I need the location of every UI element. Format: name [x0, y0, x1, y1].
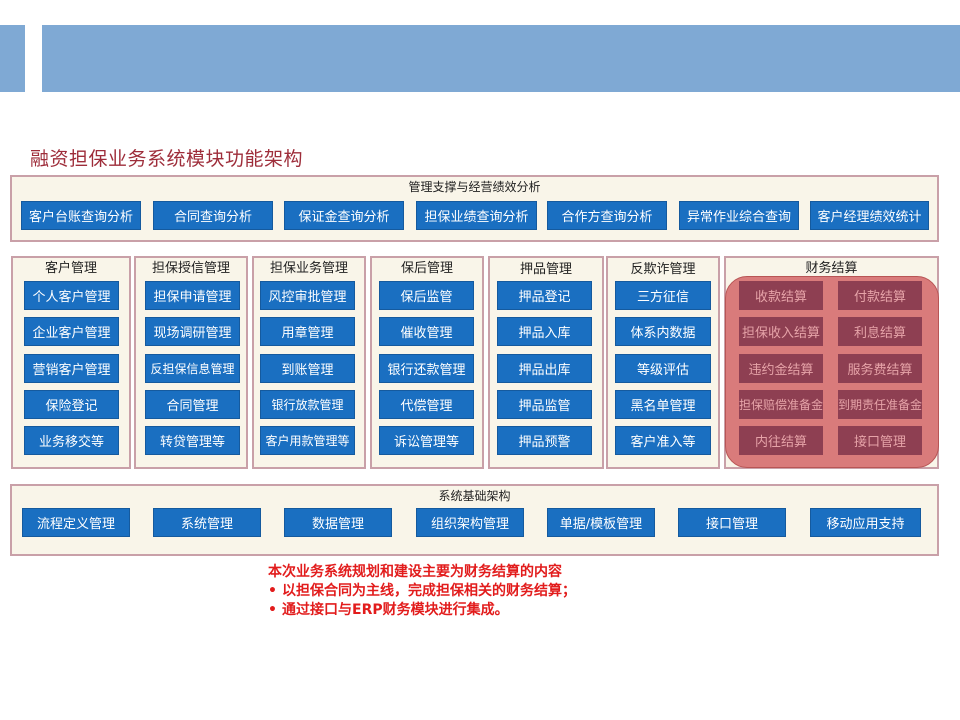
- module-item[interactable]: 到账管理: [260, 354, 355, 383]
- module-item[interactable]: 合同管理: [145, 390, 240, 419]
- column-title: 客户管理: [44, 261, 97, 276]
- top-item[interactable]: 异常作业综合查询: [679, 201, 799, 230]
- module-item[interactable]: 押品登记: [497, 281, 592, 310]
- finance-item[interactable]: 接口管理: [838, 426, 922, 455]
- finance-item[interactable]: 内往结算: [739, 426, 823, 455]
- note-bullet: •以担保合同为主线，完成担保相关的财务结算；: [268, 583, 576, 599]
- bottom-item[interactable]: 流程定义管理: [22, 508, 130, 537]
- bottom-item[interactable]: 组织架构管理: [416, 508, 524, 537]
- module-item[interactable]: 押品入库: [497, 317, 592, 346]
- column-title: 担保授信管理: [151, 261, 230, 276]
- column-title: 保后管理: [400, 261, 453, 276]
- module-item[interactable]: 代偿管理: [379, 390, 474, 419]
- note-bullet-text: 以担保合同为主线，完成担保相关的财务结算；: [282, 583, 576, 599]
- header-bar: [42, 25, 960, 92]
- module-item[interactable]: 营销客户管理: [24, 354, 119, 383]
- bottom-item[interactable]: 接口管理: [678, 508, 786, 537]
- module-item[interactable]: 现场调研管理: [145, 317, 240, 346]
- header-bar-left: [0, 25, 25, 92]
- top-section-title: 管理支撑与经营绩效分析: [408, 180, 541, 194]
- module-item[interactable]: 用章管理: [260, 317, 355, 346]
- bottom-item[interactable]: 数据管理: [284, 508, 392, 537]
- summary-note: 本次业务系统规划和建设主要为财务结算的内容 •以担保合同为主线，完成担保相关的财…: [268, 563, 576, 620]
- module-item[interactable]: 押品预警: [497, 426, 592, 455]
- top-item[interactable]: 客户台账查询分析: [21, 201, 141, 230]
- module-item[interactable]: 银行还款管理: [379, 354, 474, 383]
- module-item[interactable]: 业务移交等: [24, 426, 119, 455]
- finance-item[interactable]: 利息结算: [838, 317, 922, 346]
- module-item[interactable]: 等级评估: [615, 354, 711, 383]
- finance-item[interactable]: 付款结算: [838, 281, 922, 310]
- module-item[interactable]: 银行放款管理: [260, 390, 355, 419]
- module-item[interactable]: 催收管理: [379, 317, 474, 346]
- bottom-section: 系统基础架构 流程定义管理 系统管理 数据管理 组织架构管理 单据/模板管理 接…: [10, 484, 939, 556]
- top-item[interactable]: 合作方查询分析: [547, 201, 667, 230]
- module-item[interactable]: 三方征信: [615, 281, 711, 310]
- finance-item[interactable]: 服务费结算: [838, 354, 922, 383]
- module-item[interactable]: 转贷管理等: [145, 426, 240, 455]
- module-item[interactable]: 保险登记: [24, 390, 119, 419]
- module-item[interactable]: 担保申请管理: [145, 281, 240, 310]
- module-item[interactable]: 客户用款管理等: [260, 426, 355, 455]
- module-item[interactable]: 反担保信息管理: [145, 354, 240, 383]
- top-item[interactable]: 保证金查询分析: [284, 201, 404, 230]
- module-item[interactable]: 体系内数据: [615, 317, 711, 346]
- finance-item[interactable]: 违约金结算: [739, 354, 823, 383]
- bottom-item[interactable]: 单据/模板管理: [547, 508, 655, 537]
- module-item[interactable]: 风控审批管理: [260, 281, 355, 310]
- module-item[interactable]: 个人客户管理: [24, 281, 119, 310]
- note-heading: 本次业务系统规划和建设主要为财务结算的内容: [268, 564, 562, 580]
- top-section: 管理支撑与经营绩效分析 客户台账查询分析 合同查询分析 保证金查询分析 担保业绩…: [10, 175, 939, 242]
- top-item[interactable]: 担保业绩查询分析: [416, 201, 537, 230]
- module-item[interactable]: 企业客户管理: [24, 317, 119, 346]
- module-item[interactable]: 押品监管: [497, 390, 592, 419]
- module-item[interactable]: 保后监管: [379, 281, 474, 310]
- finance-item[interactable]: 未到期责任准备金: [838, 390, 922, 419]
- finance-item[interactable]: 担保收入结算: [739, 317, 823, 346]
- module-item[interactable]: 黑名单管理: [615, 390, 711, 419]
- top-item[interactable]: 客户经理绩效统计: [810, 201, 929, 230]
- bottom-item[interactable]: 系统管理: [153, 508, 261, 537]
- note-bullet: •通过接口与ERP财务模块进行集成。: [268, 602, 509, 618]
- column-title: 反欺诈管理: [630, 262, 696, 277]
- column-title: 担保业务管理: [269, 261, 348, 276]
- finance-item[interactable]: 担保赔偿准备金: [739, 390, 823, 419]
- column-title: 财务结算: [805, 261, 858, 276]
- note-bullet-text: 通过接口与ERP财务模块进行集成。: [282, 602, 509, 618]
- bottom-item[interactable]: 移动应用支持: [810, 508, 921, 537]
- module-item[interactable]: 诉讼管理等: [379, 426, 474, 455]
- column-title: 押品管理: [519, 262, 572, 277]
- bottom-section-title: 系统基础架构: [438, 489, 511, 503]
- module-item[interactable]: 客户准入等: [615, 426, 711, 455]
- page-title: 融资担保业务系统模块功能架构: [30, 148, 304, 170]
- finance-item[interactable]: 收款结算: [739, 281, 823, 310]
- top-item[interactable]: 合同查询分析: [153, 201, 273, 230]
- module-item[interactable]: 押品出库: [497, 354, 592, 383]
